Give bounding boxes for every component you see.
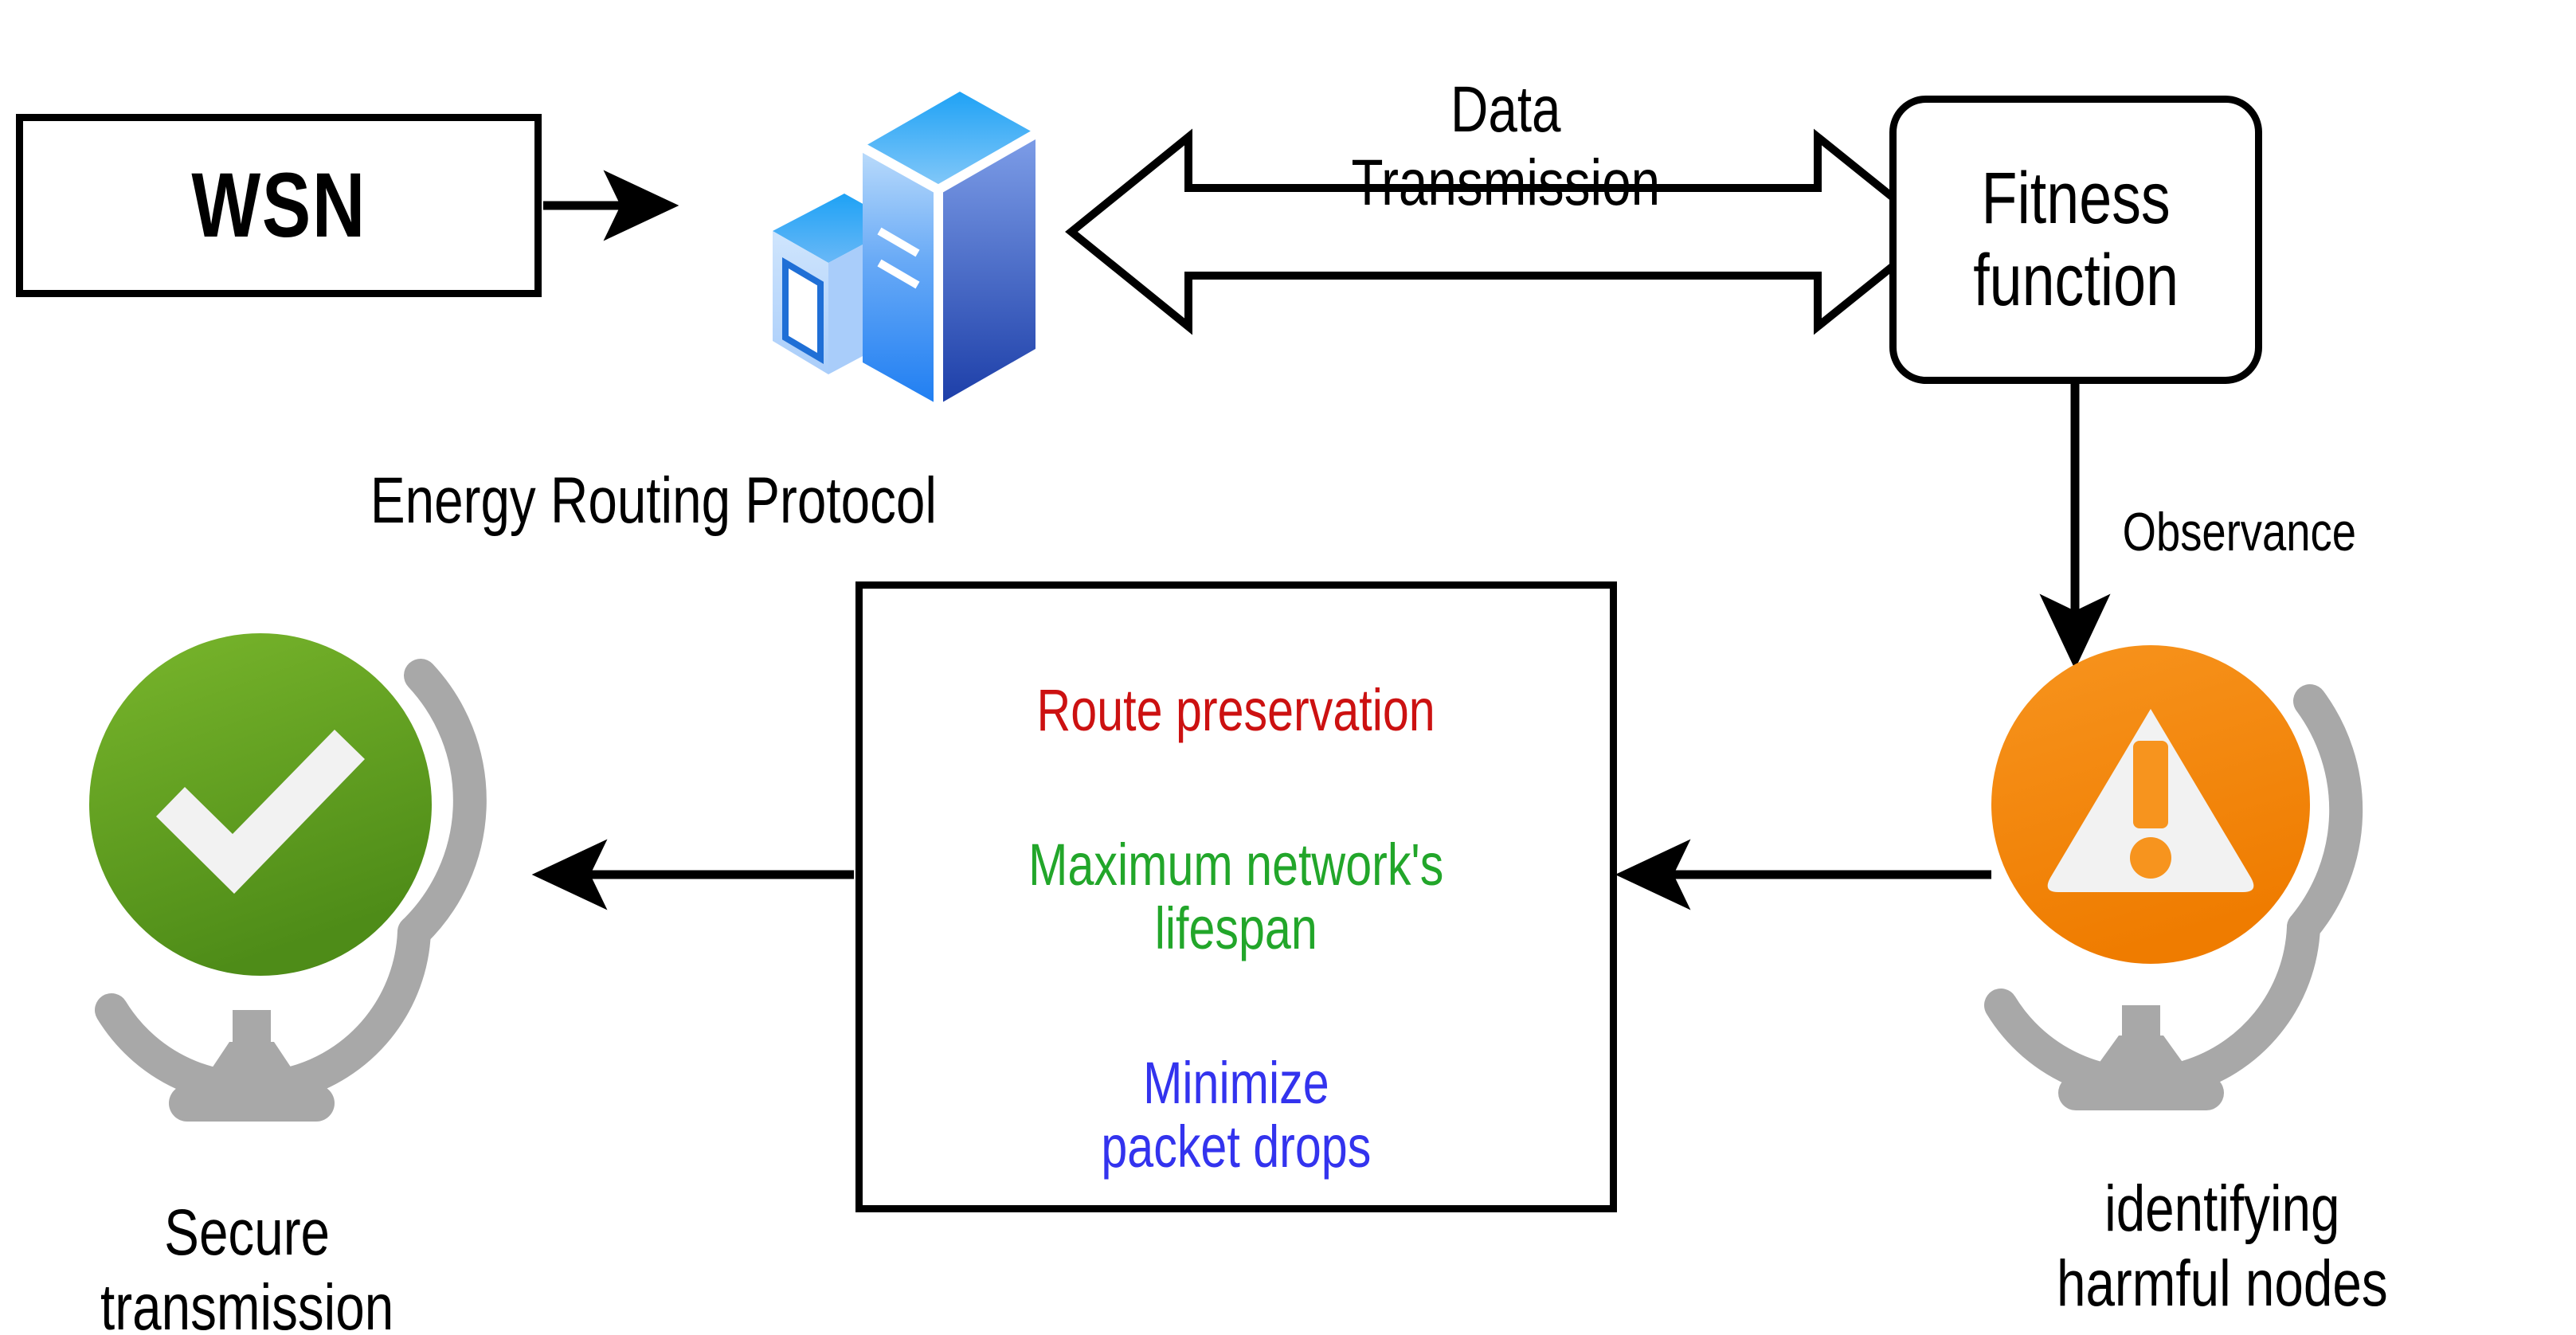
wsn-text: WSN: [191, 154, 366, 256]
objectives-list: Route preservation Maximum network's lif…: [855, 581, 1617, 1212]
warning-globe-icon: [1984, 645, 2363, 1110]
fitness-function-box[interactable]: [1889, 96, 2262, 384]
secure-transmission-label: Secure transmission: [100, 1196, 394, 1335]
objective-route-preservation: Route preservation: [1036, 677, 1436, 744]
identifying-harmful-nodes-label: identifying harmful nodes: [2057, 1173, 2388, 1320]
check-globe-icon: [89, 633, 487, 1122]
wsn-label: WSN: [16, 114, 542, 297]
fitness-function-text: Fitness function: [1973, 157, 2179, 321]
objectives-box[interactable]: [855, 581, 1617, 1212]
objective-maximum-lifespan: Maximum network's lifespan: [1028, 832, 1444, 961]
energy-routing-protocol-label: Energy Routing Protocol: [370, 464, 937, 538]
server-tower-icon: [773, 92, 1038, 405]
fitness-function-label: Fitness function: [1889, 96, 2262, 384]
edge-label-data-transmission: Data Transmission: [1351, 72, 1660, 219]
objective-minimize-packet-drops: Minimize packet drops: [1101, 1049, 1372, 1180]
edge-label-observance: Observance: [2122, 502, 2356, 563]
wsn-box[interactable]: [16, 114, 542, 297]
